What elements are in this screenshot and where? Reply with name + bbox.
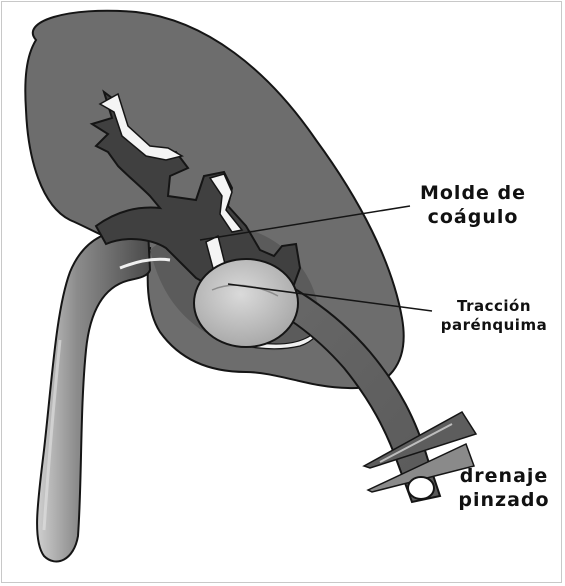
label-clot-cast-line2: coágulo bbox=[414, 206, 532, 230]
label-drain-line2: pinzado bbox=[452, 489, 556, 513]
label-traction-line1: Tracción bbox=[434, 297, 554, 316]
clot-balloon bbox=[194, 259, 298, 347]
label-traction-line2: parénquima bbox=[434, 316, 554, 335]
label-drain-line1: drenaje bbox=[452, 465, 556, 489]
label-clamped-drain: drenaje pinzado bbox=[452, 465, 556, 513]
label-parenchyma-traction: Tracción parénquima bbox=[434, 297, 554, 335]
drain-tube-opening bbox=[408, 477, 434, 499]
label-clot-cast-line1: Molde de bbox=[414, 182, 532, 206]
label-clot-cast: Molde de coágulo bbox=[414, 182, 532, 230]
